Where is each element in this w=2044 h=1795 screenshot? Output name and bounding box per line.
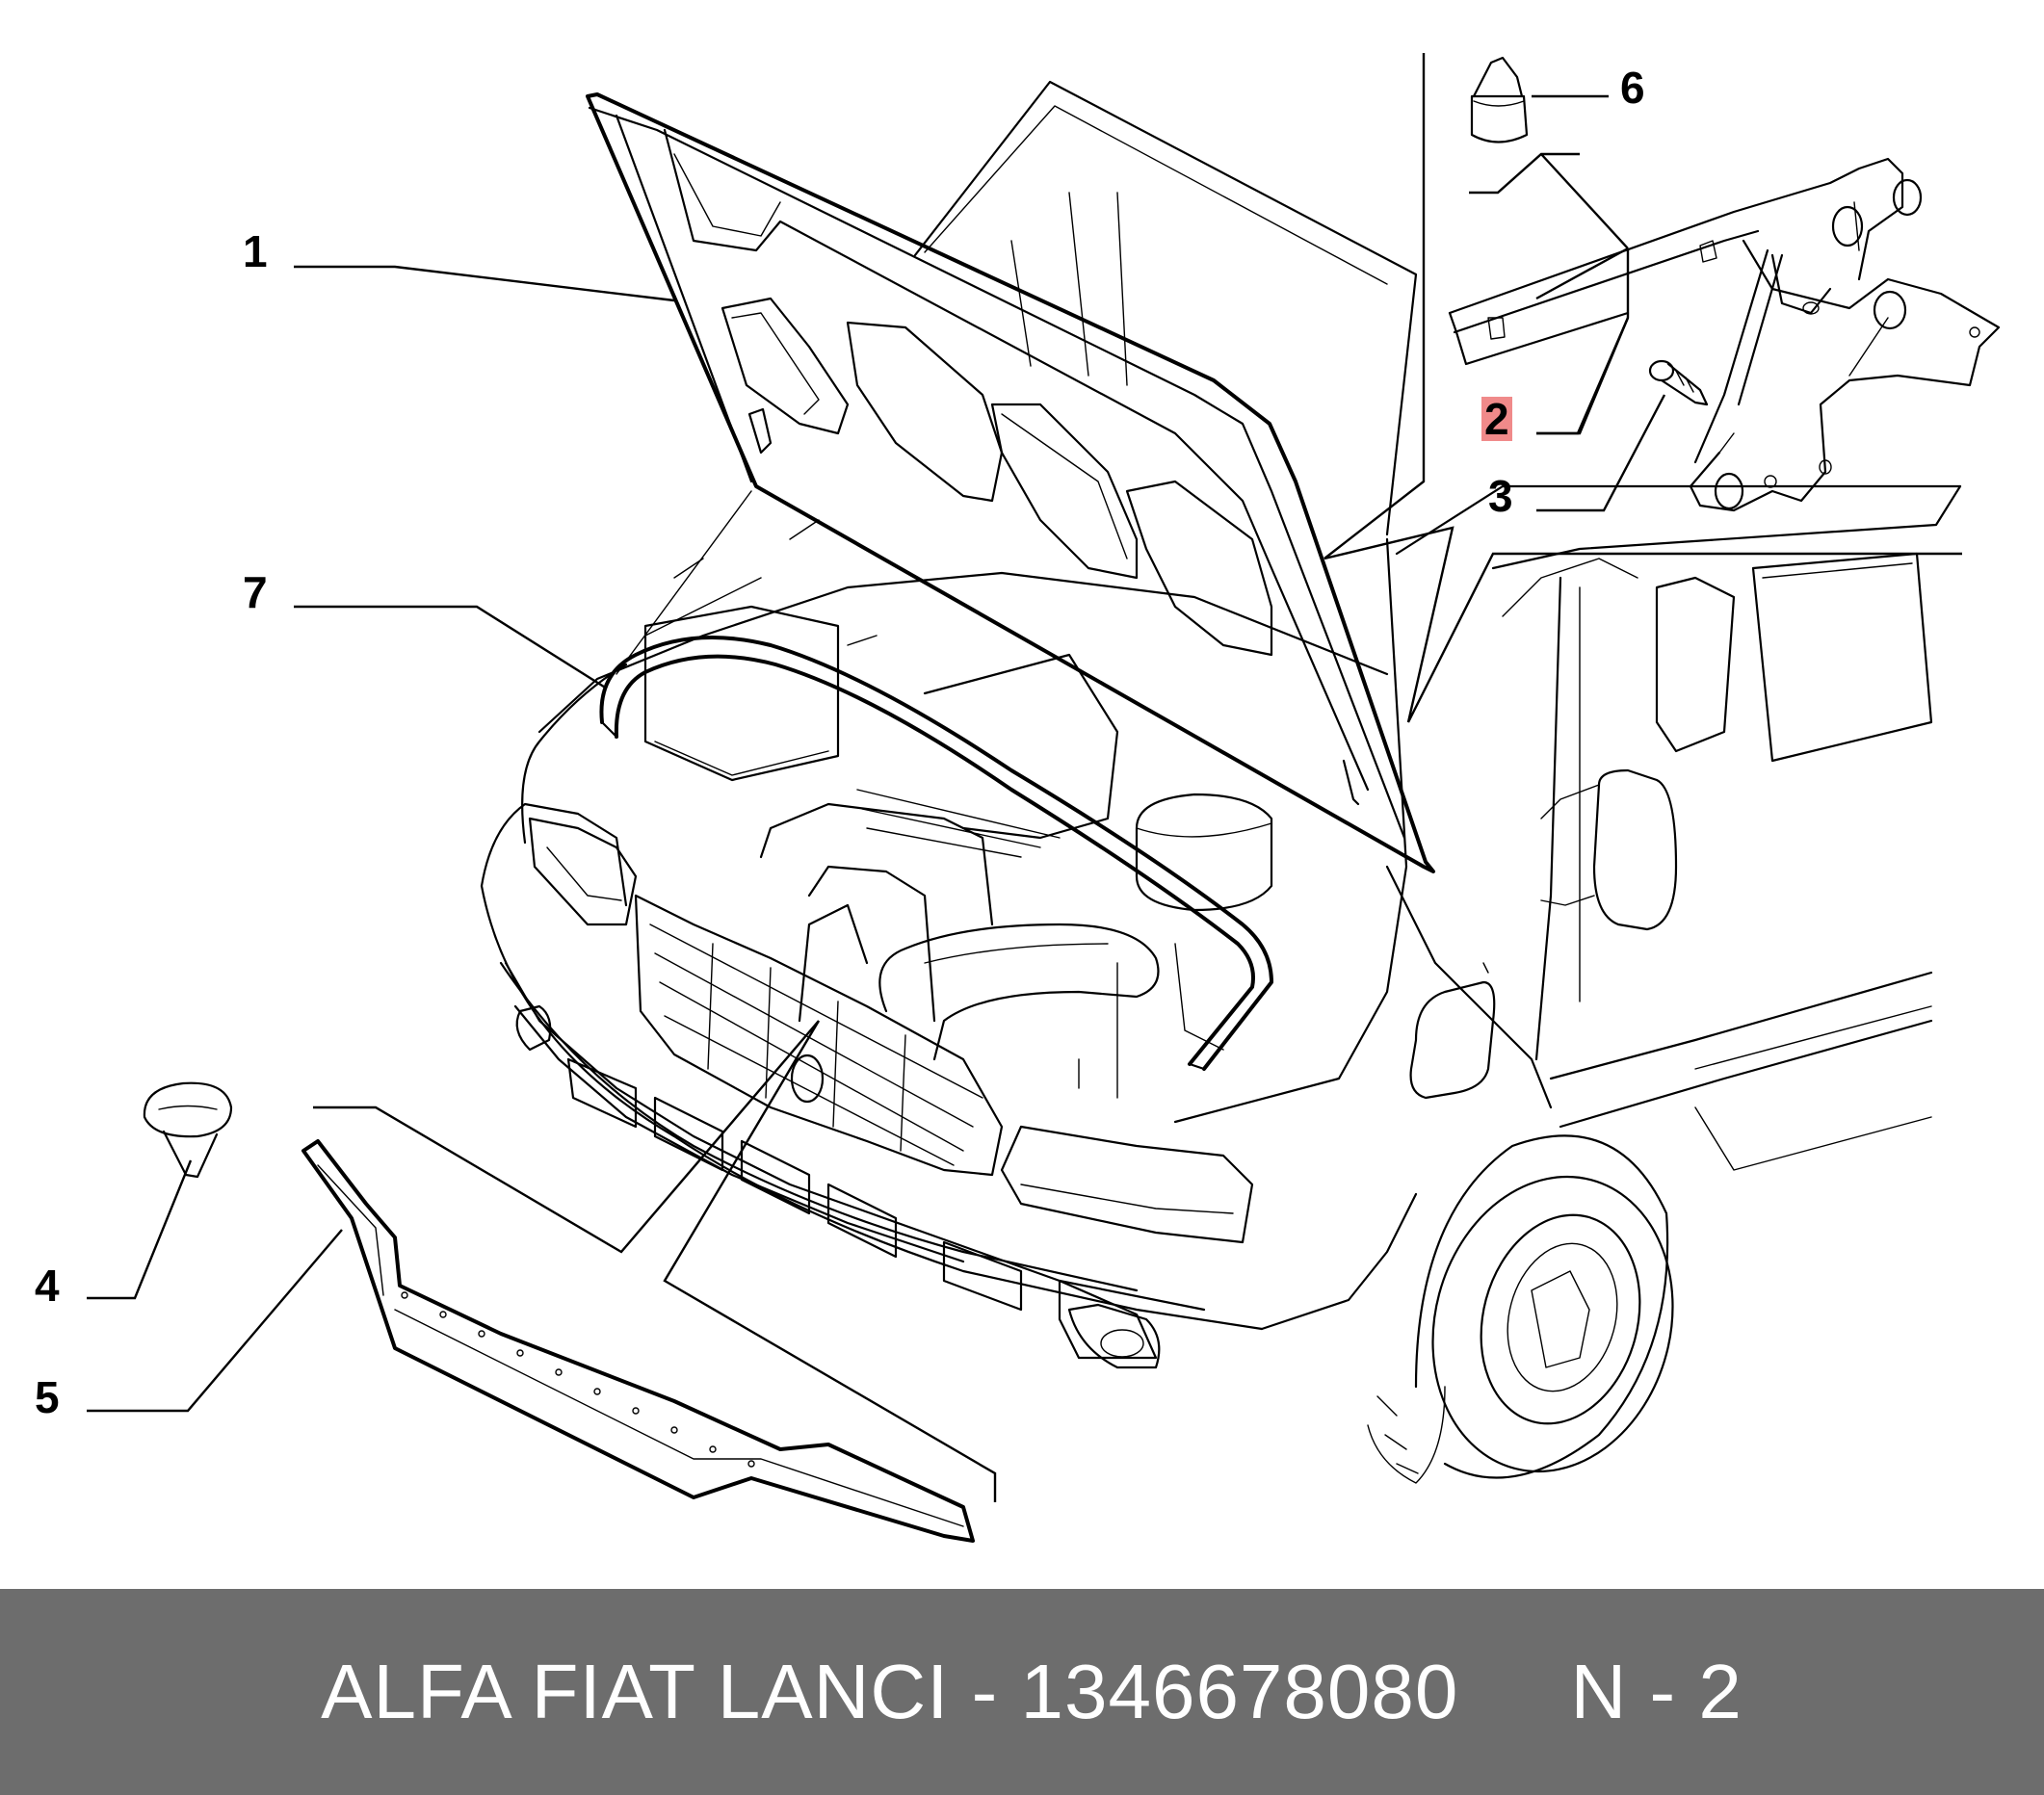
callout-1: 1 (243, 226, 268, 276)
seal-strip-part-5 (301, 1139, 975, 1543)
hood-part-1 (586, 92, 1435, 873)
seal-part-7 (599, 636, 1273, 1071)
callout-7: 7 (243, 567, 268, 617)
hinge-part-2 (1448, 157, 2001, 512)
bumper-stop-part-6 (1470, 56, 1529, 143)
footer-bar: ALFA FIAT LANCI - 1346678080 N - 2 (0, 1589, 2044, 1795)
callout-3: 3 (1488, 471, 1513, 521)
callout-4: 4 (35, 1261, 60, 1311)
screw-part-3 (1648, 359, 1709, 406)
clip-part-4 (143, 1081, 233, 1179)
callout-5: 5 (35, 1372, 60, 1422)
leader-line-5b (313, 1020, 997, 1502)
van-body (480, 80, 1962, 1484)
footer-caption: ALFA FIAT LANCI - 1346678080 N - 2 (321, 1649, 1743, 1734)
seal-strip-holes (401, 1291, 755, 1468)
callout-6: 6 (1620, 63, 1645, 113)
leader-line-hinge-frame (1323, 53, 1962, 723)
leader-line-2-main (1536, 317, 1630, 435)
leader-lines (87, 53, 1962, 1502)
callout-2: 2 (1481, 397, 1512, 441)
leader-line-3 (1536, 394, 1666, 512)
leader-line-1 (294, 265, 675, 302)
leader-line-5 (87, 1229, 343, 1413)
leader-line-2 (1469, 152, 1630, 435)
parts-diagram (87, 53, 2001, 1543)
leader-line-4 (87, 1159, 193, 1300)
leader-line-7 (294, 605, 608, 690)
